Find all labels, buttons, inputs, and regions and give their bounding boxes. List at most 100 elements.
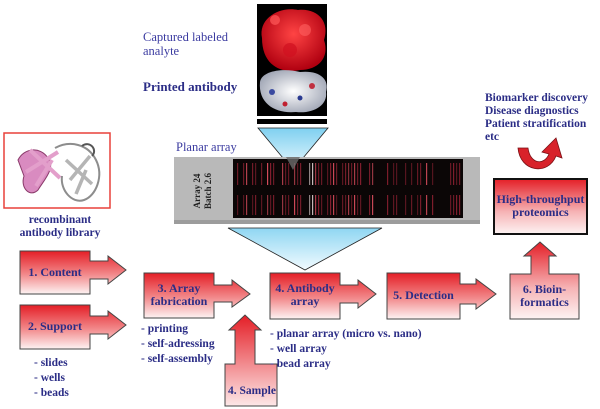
outcomes-list: Biomarker discovery Disease diagnostics … [485,92,588,144]
array-spot-column [273,195,275,215]
array-spot-column [255,195,257,215]
planar-array-slide [174,157,480,224]
funnel-lower [227,227,383,271]
array-spot-column [411,163,413,185]
antibody-array-box-shape [269,272,377,320]
funnel-upper [257,127,329,171]
array-spot-column [261,163,263,185]
array-spot-column [345,195,347,215]
array-spot-column [456,195,458,215]
array-spot-column [387,163,389,185]
array-spot-column [255,163,257,185]
slide-label: Array 24 Batch 2.6 [174,158,232,220]
array-spot-column [354,163,356,185]
array-spot-column [396,163,398,185]
array-spot-column [426,163,428,185]
step-detection: 5. Detection [393,288,454,302]
array-spot-column [405,195,407,215]
step-sample: 4. Sample [228,385,276,397]
outcome-item: Patient stratification [485,118,587,130]
bioinformatics-box-shape [509,241,580,320]
support-list: - slides - wells - beads [34,356,69,401]
array-spot-column [315,195,317,215]
step-bioinformatics-line2: formatics [520,295,569,309]
sample-box-shape [224,314,278,407]
support-list-item: - slides [34,357,68,369]
high-throughput-line2: proteomics [512,205,569,219]
array-spot-column [243,195,245,215]
array-spot-column [393,163,395,185]
antibody-array-list-item: - planar array (micro vs. nano) [270,328,422,340]
array-spot-column [450,163,452,185]
array-spot-column [288,163,290,185]
array-spot-column [372,195,374,215]
step-fabrication: 3. Array fabrication [144,282,214,308]
array-spot-column [312,163,314,185]
array-spot-column [420,163,422,185]
step-antibody-line2: array [290,294,320,308]
array-spot-column [267,195,269,215]
support-list-item: - beads [34,387,69,399]
support-box-shape [19,304,127,350]
fabrication-list-item: - self-assembly [141,353,213,365]
array-spot-column [321,195,323,215]
array-spot-column [336,195,338,215]
array-spot-column [252,163,254,185]
array-spot-column [357,163,359,185]
array-spot-column [330,195,332,215]
array-spot-column [318,195,320,215]
antibody-array-list-item: - bead array [270,358,331,370]
array-spot-column [318,163,320,185]
array-spot-column [393,195,395,215]
array-spot-column [348,163,350,185]
detection-box-shape [386,272,497,320]
array-spot-column [420,195,422,215]
array-spot-column [282,163,284,185]
array-spot-column [453,163,455,185]
antibody-library-image [3,132,111,209]
funnel-tip [286,157,300,170]
array-spot-column [351,195,353,215]
high-throughput-line1: High-throughput [496,192,585,206]
high-throughput-box [493,178,588,235]
array-spot-column [387,195,389,215]
array-spot-column [360,195,362,215]
array-spot-column [297,195,299,215]
array-spot-column [261,195,263,215]
array-spots [237,163,461,215]
array-spot-column [285,163,287,185]
array-spot-column [312,195,314,215]
step-content: 1. Content [28,265,82,279]
array-spot-column [294,195,296,215]
step-fabrication-line1: 3. Array [157,281,201,295]
array-spot-column [243,163,245,185]
array-spot-column [348,195,350,215]
array-spot-column [282,195,284,215]
array-spot-column [246,163,248,185]
array-spot-column [309,163,311,185]
array-spot-column [450,195,452,215]
array-spot-column [237,195,239,215]
array-spot-column [330,163,332,185]
slide-label-array: Array 24 [192,173,202,209]
protein-structure-image [257,4,327,124]
array-spot-column [285,195,287,215]
slide-label-batch: Batch 2.6 [203,173,213,209]
library-caption-line2: antibody library [19,227,101,239]
step-fabrication-line2: fabrication [150,294,208,308]
step-bioinformatics: 6. Bioin- formatics [510,283,579,309]
outcome-item: etc [485,131,500,143]
fabrication-list: - printing - self-adressing - self-assem… [141,322,215,367]
array-spot-column [336,163,338,185]
array-spot-column [309,195,311,215]
step-bioinformatics-line1: 6. Bioin- [522,282,567,296]
array-spot-column [372,163,374,185]
step-antibody-array: 4. Antibody array [270,282,340,308]
array-spot-column [432,163,434,185]
array-spot-column [345,163,347,185]
array-spot-column [453,195,455,215]
array-spot-column [270,195,272,215]
library-caption: recombinant antibody library [10,214,110,240]
fabrication-list-item: - printing [141,323,188,335]
array-spot-column [351,163,353,185]
